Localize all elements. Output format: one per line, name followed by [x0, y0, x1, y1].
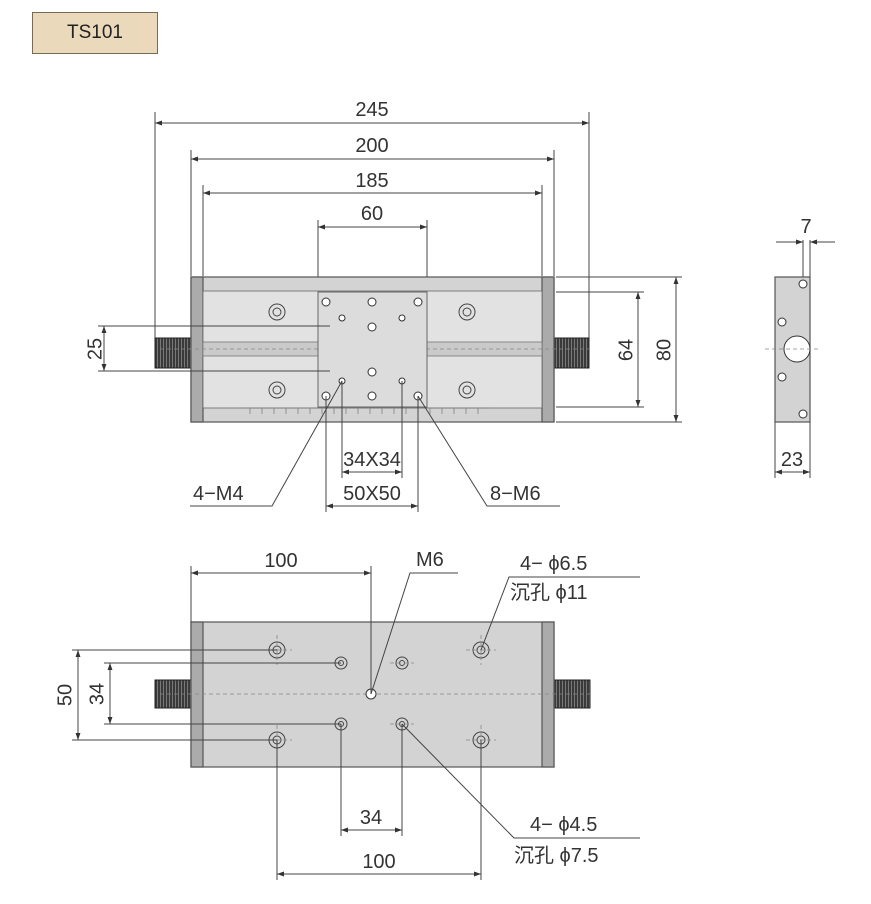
dim-50x50: 50X50: [343, 483, 401, 505]
label-8-m6: 8−M6: [490, 483, 541, 505]
dim-34x34: 34X34: [343, 449, 401, 471]
model-badge: TS101: [32, 12, 158, 54]
moving-plate: [317, 291, 428, 408]
dim-80: 80: [653, 339, 675, 361]
dim-200: 200: [355, 135, 388, 157]
dim-185: 185: [355, 170, 388, 192]
label-hole-a-line1: 4− ϕ6.5: [520, 553, 587, 575]
dim-100-top: 100: [264, 550, 297, 572]
dim-23: 23: [781, 449, 803, 471]
label-4-m4: 4−M4: [193, 483, 244, 505]
dim-60: 60: [361, 203, 383, 225]
dim-34-bottom: 34: [360, 807, 382, 829]
top-view: 245 200 185 60: [84, 99, 682, 512]
label-hole-b-line1: 4− ϕ4.5: [530, 814, 597, 836]
right-shaft: [553, 337, 590, 369]
dim-7: 7: [800, 216, 811, 238]
side-view: 7 23: [765, 216, 835, 478]
dim-34-left: 34: [86, 683, 108, 705]
dim-245: 245: [355, 99, 388, 121]
dim-25: 25: [84, 338, 106, 360]
label-m6: M6: [416, 549, 444, 571]
left-shaft: [154, 337, 192, 369]
label-hole-b-line2: 沉孔 ϕ7.5: [514, 844, 599, 867]
bottom-view: 100 M6 4− ϕ6.5 沉孔 ϕ11 50 34 34 100 4− ϕ4…: [54, 549, 640, 880]
dim-50: 50: [54, 684, 76, 706]
label-hole-a-line2: 沉孔 ϕ11: [510, 581, 588, 604]
dim-100-bottom: 100: [362, 851, 395, 873]
dim-64: 64: [615, 339, 637, 361]
